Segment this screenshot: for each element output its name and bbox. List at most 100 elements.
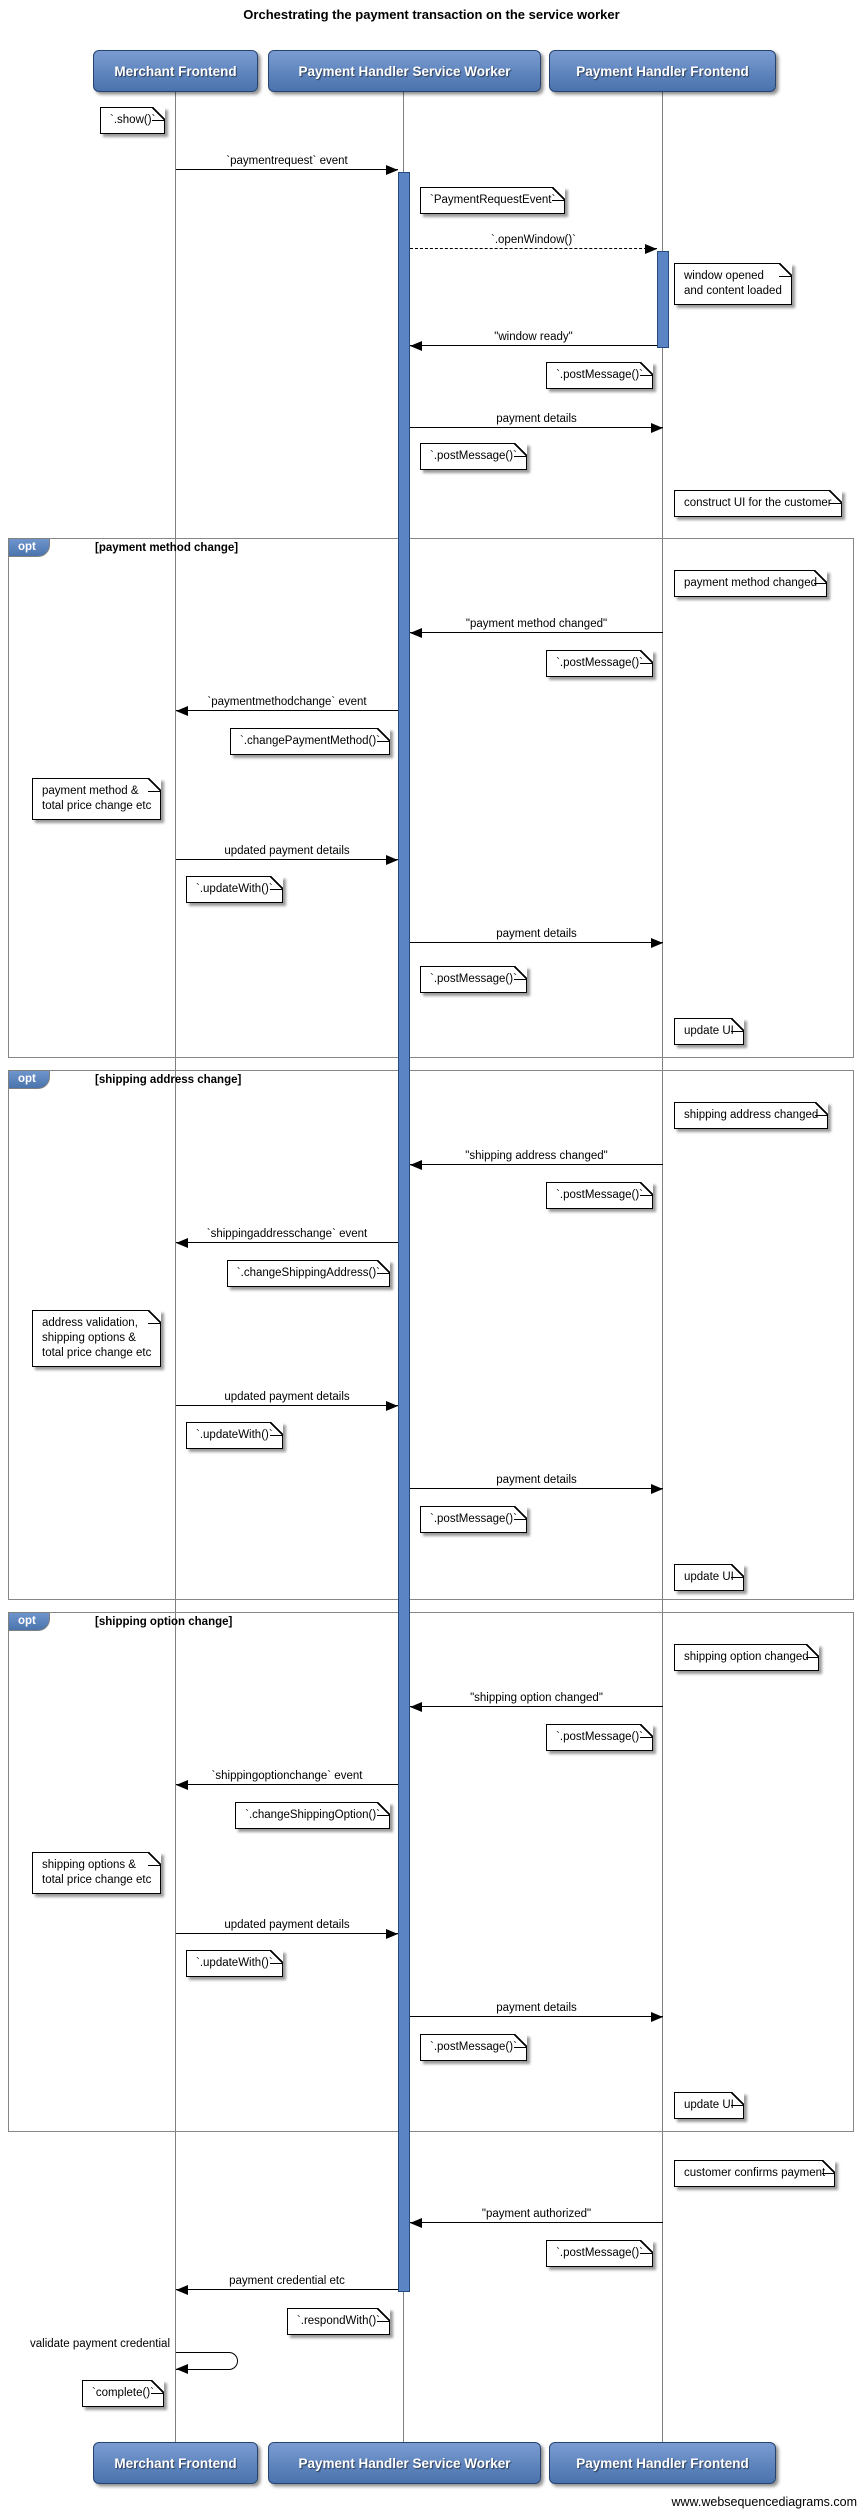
note-update-ui: update UI: [674, 1564, 744, 1591]
note-fold-icon: [377, 728, 390, 742]
message-label: "payment authorized": [481, 2208, 592, 2220]
note-fold-icon: [813, 570, 827, 584]
note-postmessage: `.postMessage()`: [546, 1724, 653, 1751]
fragment-keyword-tab: opt: [8, 1612, 50, 1631]
participant-payment-handler-frontend-top: Payment Handler Frontend: [549, 50, 776, 92]
note-fold-icon: [815, 1102, 829, 1116]
note-fold-icon: [640, 650, 653, 664]
message-line: [410, 1164, 663, 1165]
note-show: `.show()`: [100, 107, 166, 134]
message-line: [176, 859, 398, 860]
note-text: `.postMessage()`: [430, 973, 517, 985]
message-payment-details-4: payment details: [410, 2002, 663, 2022]
note-postmessage: `.postMessage()`: [546, 650, 653, 677]
lifeline-merchant-frontend: [175, 92, 176, 2442]
note-fold-icon: [730, 1564, 744, 1578]
note-text: `.postMessage()`: [556, 1189, 643, 1201]
arrowhead-icon: [176, 1238, 188, 1248]
message-label: payment credential etc: [229, 2275, 345, 2287]
lifeline-payment-handler-frontend: [662, 92, 663, 2442]
message-line: [410, 1706, 663, 1707]
note-text: `complete()`: [92, 2387, 154, 2399]
note-fold-icon: [730, 2092, 744, 2106]
note-fold-icon: [640, 1182, 653, 1196]
note-text: `.changePaymentMethod()`: [240, 735, 380, 747]
fragment-keyword-tab: opt: [8, 538, 50, 557]
message-label: `paymentmethodchange` event: [207, 696, 367, 708]
message-payment-details-1: payment details: [410, 413, 663, 433]
arrowhead-icon: [410, 1160, 422, 1170]
note-text: `.postMessage()`: [556, 657, 643, 669]
fragment-guard: [payment method change]: [95, 542, 239, 554]
note-changepaymentmethod: `.changePaymentMethod()`: [230, 728, 390, 755]
note-shipping-options-total-price: shipping options & total price change et…: [32, 1852, 162, 1894]
message-shipping-address-changed: "shipping address changed": [410, 1150, 663, 1170]
note-text: construct UI for the customer: [684, 497, 832, 509]
note-complete: `complete()`: [82, 2380, 164, 2407]
message-updated-payment-details-1: updated payment details: [176, 845, 398, 865]
note-postmessage: `.postMessage()`: [546, 1182, 653, 1209]
note-text: window opened and content loaded: [684, 270, 782, 297]
note-fold-icon: [513, 966, 527, 980]
message-line: [176, 2289, 398, 2290]
note-text: `.updateWith()`: [196, 1429, 273, 1441]
note-text: `.updateWith()`: [196, 1957, 273, 1969]
message-label: "window ready": [494, 331, 573, 343]
message-label: updated payment details: [224, 1919, 350, 1931]
note-fold-icon: [152, 107, 166, 121]
arrowhead-icon: [651, 1484, 663, 1494]
note-fold-icon: [150, 2380, 164, 2394]
note-text: `.postMessage()`: [430, 2041, 517, 2053]
note-text: payment method & total price change etc: [42, 785, 152, 812]
fragment-guard: [shipping address change]: [95, 1074, 242, 1086]
arrowhead-icon: [176, 2285, 188, 2295]
note-text: `.postMessage()`: [430, 1513, 517, 1525]
message-label: payment details: [496, 2002, 577, 2014]
message-label: payment details: [496, 1474, 577, 1486]
note-text: `.show()`: [110, 114, 156, 126]
note-fold-icon: [640, 362, 653, 376]
message-line: [176, 1405, 398, 1406]
message-label: updated payment details: [224, 1391, 350, 1403]
arrowhead-icon: [410, 341, 422, 351]
note-fold-icon: [377, 1802, 390, 1816]
message-line: [176, 1784, 398, 1785]
note-fold-icon: [552, 187, 566, 201]
arrowhead-icon: [410, 1702, 422, 1712]
message-line: [410, 427, 663, 428]
message-line: [410, 942, 663, 943]
message-openwindow: `.openWindow()`: [410, 234, 657, 254]
note-text: `.postMessage()`: [556, 1731, 643, 1743]
message-payment-credential-etc: payment credential etc: [176, 2275, 398, 2295]
note-text: `.changeShippingAddress()`: [236, 1267, 380, 1279]
note-postmessage: `.postMessage()`: [420, 966, 527, 993]
message-line: [176, 1933, 398, 1934]
note-postmessage: `.postMessage()`: [420, 443, 527, 470]
message-window-ready: "window ready": [410, 331, 657, 351]
note-fold-icon: [377, 2308, 390, 2322]
message-shipping-option-changed: "shipping option changed": [410, 1692, 663, 1712]
note-fold-icon: [640, 2240, 653, 2254]
note-text: payment method changed: [684, 577, 817, 589]
websequencediagrams-credit: www.websequencediagrams.com: [671, 2495, 857, 2509]
note-fold-icon: [148, 1310, 162, 1324]
message-line: [410, 248, 657, 249]
note-update-ui: update UI: [674, 1018, 744, 1045]
message-label: "shipping option changed": [470, 1692, 603, 1704]
message-label: `paymentrequest` event: [226, 155, 348, 167]
participant-payment-handler-service-worker-bottom: Payment Handler Service Worker: [268, 2442, 541, 2484]
fragment-opt-shipping-address-change: opt [shipping address change]: [8, 1070, 854, 1600]
message-label: `shippingaddresschange` event: [206, 1228, 368, 1240]
message-line: [410, 1488, 663, 1489]
note-updatewith: `.updateWith()`: [186, 876, 283, 903]
note-postmessage: `.postMessage()`: [420, 1506, 527, 1533]
note-text: `.postMessage()`: [430, 450, 517, 462]
fragment-opt-shipping-option-change: opt [shipping option change]: [8, 1612, 854, 2132]
note-updatewith: `.updateWith()`: [186, 1950, 283, 1977]
arrowhead-icon: [386, 1929, 398, 1939]
message-updated-payment-details-2: updated payment details: [176, 1391, 398, 1411]
note-fold-icon: [148, 1852, 162, 1866]
message-paymentmethodchange-event: `paymentmethodchange` event: [176, 696, 398, 716]
message-line: [410, 632, 663, 633]
message-line: [410, 2222, 663, 2223]
